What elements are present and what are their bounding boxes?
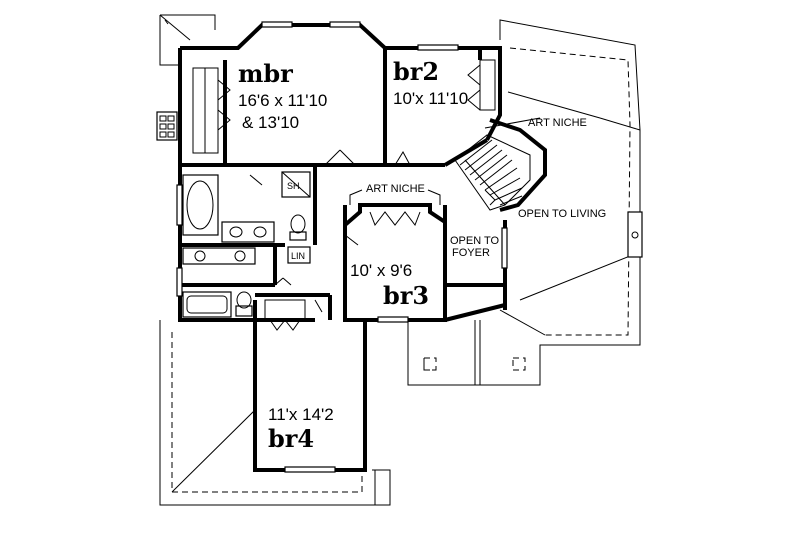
br3-name: br3 bbox=[383, 281, 429, 310]
windows bbox=[176, 21, 508, 473]
stairs bbox=[454, 134, 531, 211]
bath-fixtures bbox=[182, 171, 311, 318]
br3-dim: 10' x 9'6 bbox=[350, 261, 412, 280]
mbr-dim-2: & 13'10 bbox=[242, 113, 299, 132]
roof-outline-right bbox=[407, 19, 643, 386]
open-to-foyer-label-line1: OPEN TO bbox=[450, 235, 500, 247]
linen-label: LIN bbox=[291, 251, 305, 261]
roof-outline-top-left bbox=[159, 14, 216, 66]
roof-outline-bottom-left bbox=[159, 320, 391, 506]
shower-label: SH bbox=[287, 181, 300, 191]
br4-name: br4 bbox=[268, 424, 314, 453]
chimney bbox=[156, 111, 178, 141]
art-niche-upper-label: ART NICHE bbox=[528, 117, 587, 129]
br2-room-label: br2 10'x 11'10 bbox=[393, 57, 468, 108]
porch-square-left bbox=[423, 357, 437, 371]
mbr-dim-1: 16'6 x 11'10 bbox=[238, 91, 327, 110]
br4-room-label: 11'x 14'2 br4 bbox=[268, 405, 334, 453]
mbr-room-label: mbr 16'6 x 11'10 & 13'10 bbox=[238, 59, 327, 132]
art-niche-lower-leader-right bbox=[427, 189, 441, 205]
br3-room-label: 10' x 9'6 br3 bbox=[350, 261, 429, 310]
porch-square-right bbox=[512, 357, 526, 371]
art-niche-lower-leader bbox=[349, 189, 363, 205]
doors-and-closets bbox=[192, 59, 541, 331]
open-to-living-label: OPEN TO LIVING bbox=[518, 208, 606, 220]
art-niche-lower-label: ART NICHE bbox=[366, 183, 425, 195]
mbr-name: mbr bbox=[238, 59, 293, 88]
br4-dim: 11'x 14'2 bbox=[268, 405, 334, 424]
open-to-foyer-label-line2: FOYER bbox=[452, 247, 490, 259]
br2-name: br2 bbox=[393, 57, 439, 86]
br2-dim: 10'x 11'10 bbox=[393, 89, 468, 108]
